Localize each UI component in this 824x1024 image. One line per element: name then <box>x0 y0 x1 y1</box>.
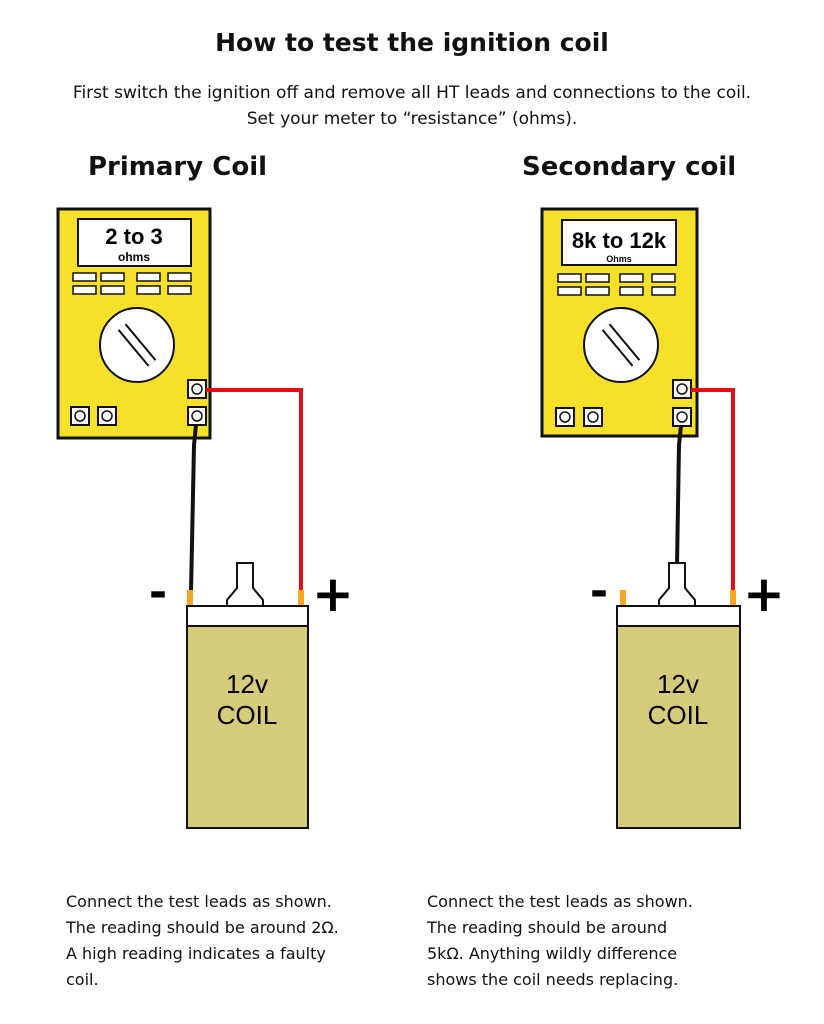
primary-note: Connect the test leads as shown. The rea… <box>66 889 339 993</box>
secondary-coil: 12v COIL <box>616 562 741 829</box>
secondary-meter-sockets <box>555 379 692 427</box>
secondary-note: Connect the test leads as shown. The rea… <box>427 889 693 993</box>
secondary-meter-unit: Ohms <box>606 254 632 264</box>
primary-note-line: The reading should be around 2Ω. <box>66 918 339 937</box>
secondary-note-line: The reading should be around <box>427 918 668 937</box>
secondary-coil-label: COIL <box>648 700 709 730</box>
secondary-coil-heading: Secondary coil <box>522 152 737 182</box>
primary-meter-reading: 2 to 3 <box>105 224 162 249</box>
secondary-note-line: Connect the test leads as shown. <box>427 892 693 911</box>
secondary-coil-voltage: 12v <box>657 669 699 699</box>
primary-positive-terminal <box>298 590 304 606</box>
primary-note-line: Connect the test leads as shown. <box>66 892 332 911</box>
primary-note-line: coil. <box>66 970 99 989</box>
secondary-plus-sign: + <box>743 565 785 623</box>
secondary-note-line: shows the coil needs replacing. <box>427 970 679 989</box>
page-title: How to test the ignition coil <box>215 28 609 57</box>
primary-negative-terminal <box>187 590 193 606</box>
primary-meter-display <box>77 218 192 267</box>
primary-dial-icon <box>99 307 175 383</box>
primary-coil-voltage: 12v <box>226 669 268 699</box>
intro-text: First switch the ignition off and remove… <box>72 83 752 129</box>
primary-minus-sign: - <box>149 567 167 618</box>
secondary-note-line: 5kΩ. Anything wildly difference <box>427 944 678 963</box>
secondary-dial-icon <box>583 307 659 383</box>
primary-coil-heading: Primary Coil <box>88 152 268 182</box>
primary-plus-sign: + <box>312 565 354 623</box>
secondary-positive-terminal <box>730 590 736 606</box>
secondary-meter-display <box>561 219 677 266</box>
secondary-multimeter: 8k to 12k Ohms <box>540 207 699 438</box>
secondary-minus-sign: - <box>590 566 608 617</box>
primary-coil: 12v COIL <box>186 562 309 829</box>
primary-coil-label: COIL <box>217 700 278 730</box>
secondary-meter-reading: 8k to 12k <box>572 228 667 253</box>
secondary-ht-tower <box>658 562 696 611</box>
primary-meter-unit: ohms <box>118 250 150 264</box>
primary-multimeter: 2 to 3 ohms <box>56 207 212 440</box>
secondary-meter-buttons <box>557 273 676 296</box>
secondary-negative-lead <box>675 425 683 566</box>
primary-meter-sockets <box>70 379 207 426</box>
secondary-negative-terminal <box>620 590 626 606</box>
primary-ht-tower <box>226 562 264 611</box>
primary-positive-lead <box>206 388 303 592</box>
secondary-positive-lead <box>691 388 735 592</box>
primary-note-line: A high reading indicates a faulty <box>66 944 326 963</box>
primary-meter-buttons <box>72 272 192 295</box>
primary-negative-lead <box>189 424 198 593</box>
